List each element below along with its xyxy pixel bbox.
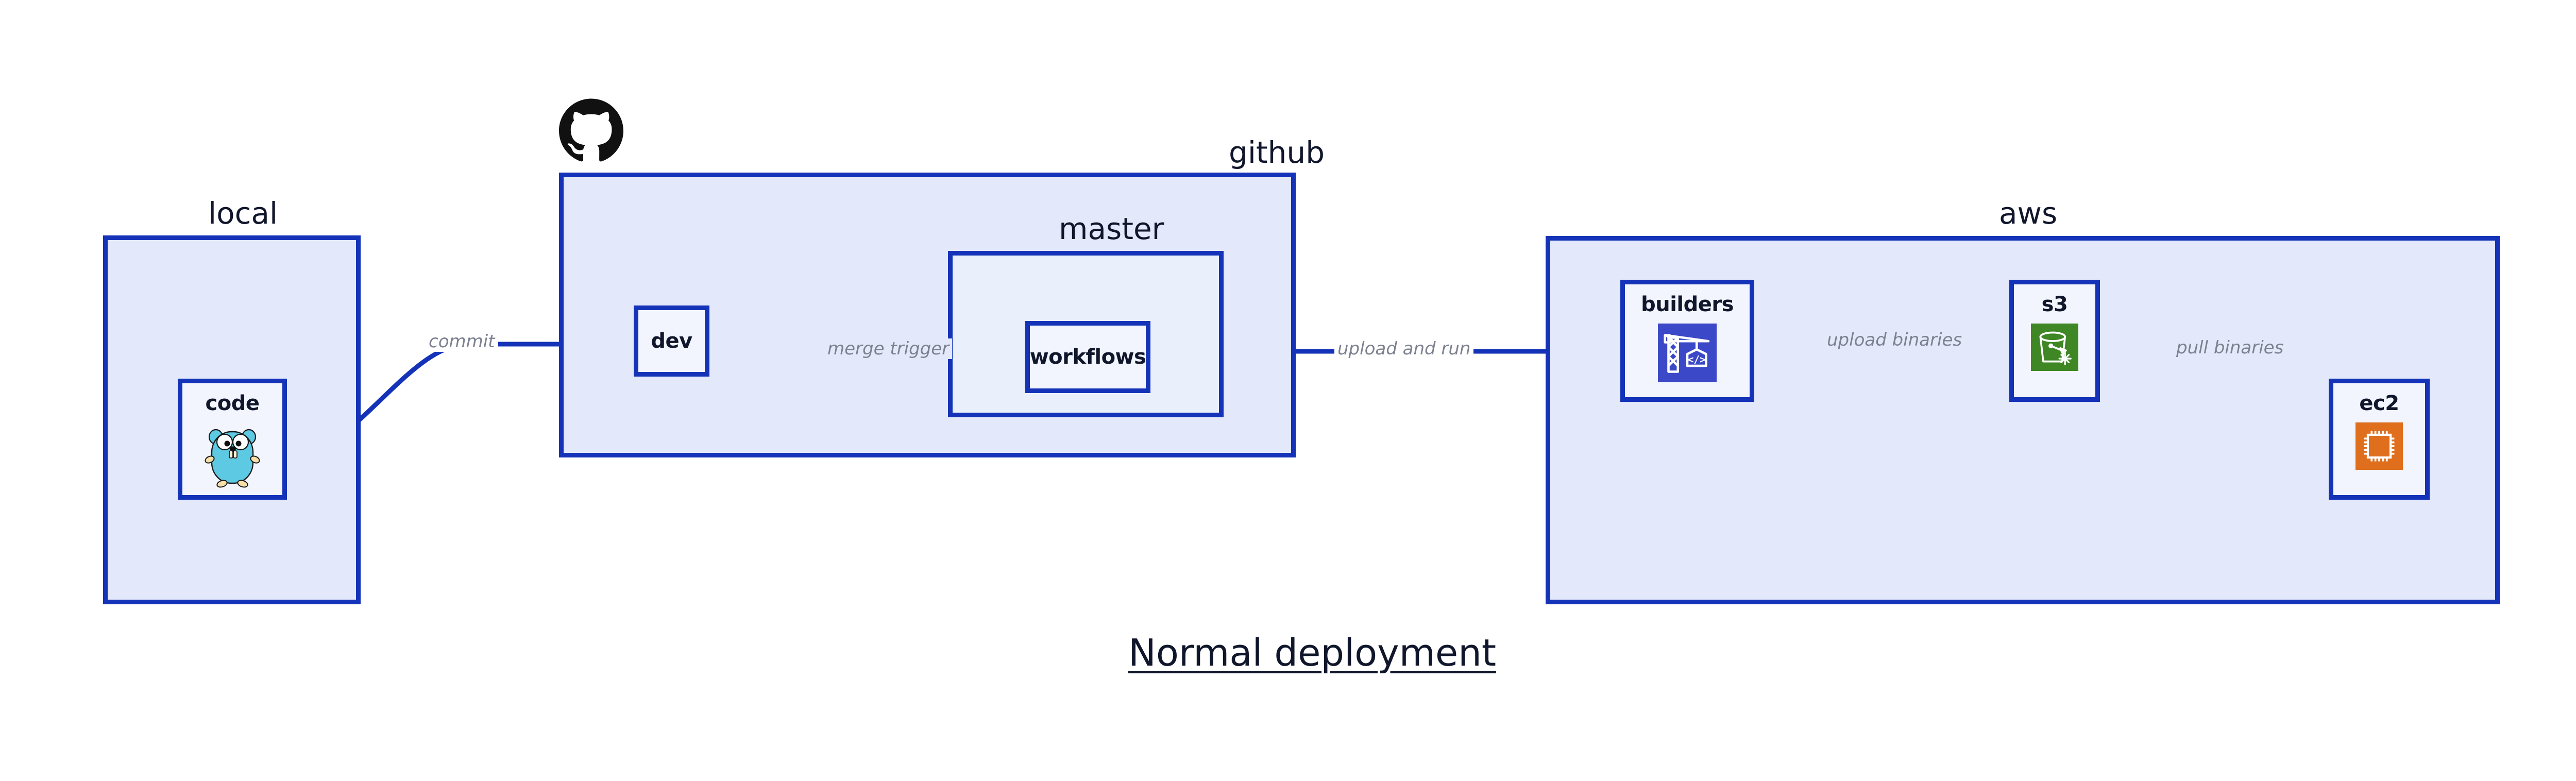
group-label-github: github <box>1229 135 1325 170</box>
node-dev-label: dev <box>651 329 692 353</box>
edge-label-upload-binaries: upload binaries <box>1824 330 1965 350</box>
node-ec2-label: ec2 <box>2359 392 2399 415</box>
node-workflows-label: workflows <box>1029 345 1146 369</box>
aws-codebuild-icon: </> <box>1658 324 1717 385</box>
aws-ec2-chip-icon <box>2355 422 2403 472</box>
node-dev[interactable]: dev <box>634 305 709 377</box>
group-label-aws: aws <box>1999 196 2058 231</box>
go-gopher-icon <box>201 422 263 492</box>
aws-s3-bucket-icon <box>2031 324 2078 373</box>
node-s3[interactable]: s3 <box>2009 280 2100 402</box>
edge-label-pull-binaries: pull binaries <box>2173 337 2287 358</box>
edge-label-merge-trigger: merge trigger <box>824 338 953 359</box>
edge-label-upload-and-run: upload and run <box>1334 338 1474 359</box>
edge-label-commit: commit <box>426 331 498 352</box>
github-octocat-icon <box>559 98 623 164</box>
group-label-local: local <box>208 196 278 231</box>
node-code[interactable]: code <box>178 379 287 500</box>
node-code-label: code <box>205 392 260 415</box>
node-builders-label: builders <box>1641 293 1734 316</box>
node-workflows[interactable]: workflows <box>1025 321 1150 393</box>
svg-text:</>: </> <box>1688 353 1706 365</box>
node-ec2[interactable]: ec2 <box>2329 379 2430 500</box>
group-label-master: master <box>1059 211 1164 246</box>
page-title: Normal deployment <box>1128 631 1497 674</box>
node-builders[interactable]: builders </> <box>1620 280 1754 402</box>
node-s3-label: s3 <box>2041 293 2068 316</box>
